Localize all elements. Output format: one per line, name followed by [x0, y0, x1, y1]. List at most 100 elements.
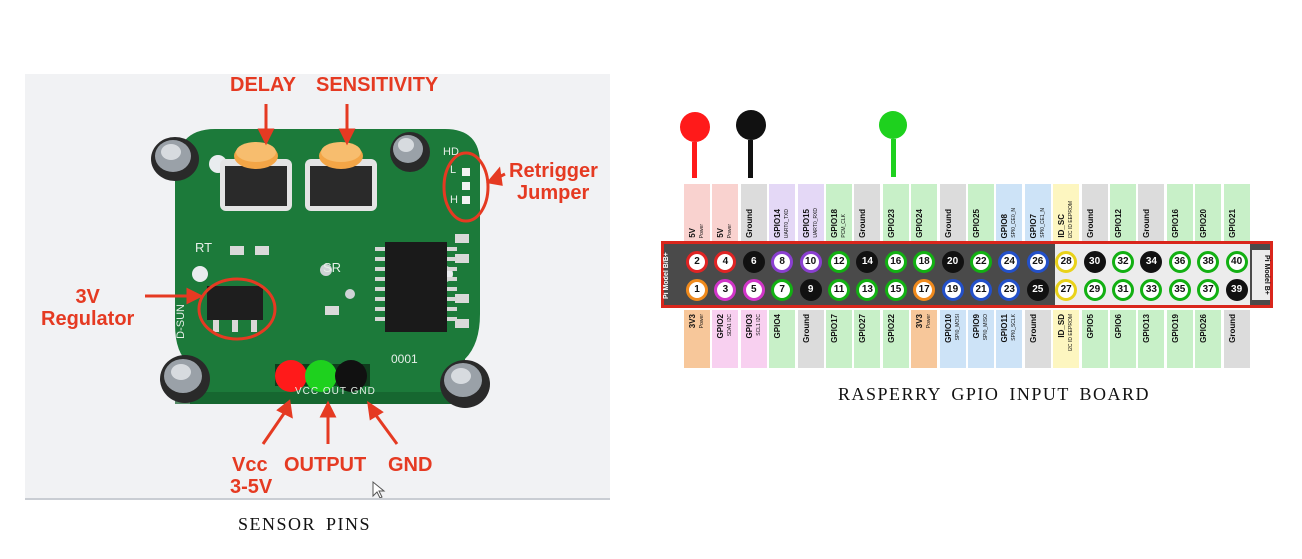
ic-chip [375, 242, 457, 332]
pin-label-33: GPIO13 [1138, 310, 1165, 368]
retrigger-jumper-pins [462, 168, 470, 204]
smd-part [455, 294, 469, 303]
pin-label-40: GPIO21 [1223, 184, 1250, 242]
pin-label-32: GPIO12 [1110, 184, 1136, 242]
pin-label-9: Ground [797, 310, 824, 368]
gpio-pin-13: 13 [856, 279, 879, 301]
pin-name: Ground [1227, 314, 1237, 343]
delay-potentiometer [220, 142, 292, 211]
silk-sr: SR [323, 260, 342, 275]
pin-label-15: GPIO22 [882, 310, 909, 368]
gpio-pin-22: 22 [970, 251, 992, 273]
pin-sub: SPI0_MOSI [954, 314, 961, 341]
gpio-pin-24: 24 [998, 251, 1021, 273]
smd-part [345, 289, 355, 299]
pin-name: GPIO3 [744, 314, 754, 339]
pin-label-7: GPIO4 [769, 310, 796, 368]
pin-name: 3V3 [915, 314, 925, 329]
output-label: OUTPUT [284, 454, 367, 476]
pin-name: ID_SC [1057, 214, 1067, 238]
smd-part [230, 246, 244, 255]
pin-label-36: GPIO16 [1166, 184, 1193, 242]
vcc-arrow [261, 411, 287, 445]
regulator-line2: Regulator [41, 308, 135, 330]
silk-pin-labels: VCC OUT GND [295, 386, 376, 397]
gpio-pin-15: 15 [884, 279, 907, 301]
capacitor-top-left [151, 137, 199, 181]
pin-name: GPIO16 [1170, 209, 1180, 238]
gpio-pin-34: 34 [1140, 251, 1163, 273]
gpio-pin-17: 17 [913, 279, 936, 301]
gpio-pin-40: 40 [1225, 251, 1248, 273]
delay-label: DELAY [230, 74, 296, 96]
pin-label-25: Ground [1024, 310, 1051, 368]
gpio-pin-3: 3 [714, 279, 737, 301]
sensor-photo-panel: RT SR 0001 HD L H D-SUN VCC OUT GND DELA… [25, 74, 610, 500]
retrigger-callout-circle [442, 151, 490, 223]
pin-name: GPIO13 [1142, 314, 1152, 343]
pin-label-34: Ground [1138, 184, 1165, 242]
gpio-pin-29: 29 [1083, 279, 1106, 301]
marker-red-5v-line [692, 142, 697, 178]
pin-name: 3V3 [688, 314, 697, 329]
pin-label-31: GPIO6 [1110, 310, 1136, 368]
pin-label-14: Ground [854, 184, 881, 242]
pin-sub: SCL1 I2C [755, 314, 762, 336]
gpio-pin-11: 11 [828, 279, 850, 301]
gpio-pin-5: 5 [742, 279, 765, 301]
gnd-label: GND [388, 454, 433, 476]
pin-name: GPIO14 [773, 209, 783, 238]
pin-name: Ground [1142, 209, 1152, 238]
pin-sub: Power [926, 314, 933, 329]
pin-sub: PCM_CLK [841, 214, 847, 238]
pcb-shadow [175, 392, 475, 404]
pin-sub: Power [727, 223, 734, 238]
retrigger-line1: Retrigger [509, 160, 598, 182]
gpio-pin-14: 14 [856, 251, 879, 273]
smd-part [455, 319, 469, 328]
silk-rt: RT [195, 240, 213, 255]
silk-top: HD [443, 146, 459, 158]
pin-name: GPIO23 [886, 209, 896, 238]
vcc-pin-dot [275, 360, 307, 392]
pin-label-16: GPIO23 [882, 184, 909, 242]
smd-part [320, 264, 332, 276]
gpio-pin-18: 18 [913, 251, 936, 273]
mount-hole [192, 266, 208, 282]
pin-name: Ground [801, 314, 811, 343]
pin-label-13: GPIO27 [854, 310, 881, 368]
pin-name: GPIO27 [858, 314, 868, 343]
pin-sub: SPI0_MISO [983, 314, 989, 341]
pin-sub: SDA1 I2C [727, 314, 734, 337]
header-right-badge: Pi Model B+ [1252, 250, 1270, 300]
pin-name: GPIO2 [716, 314, 726, 339]
pin-name: GPIO26 [1199, 314, 1209, 343]
silk-l: L [450, 164, 457, 176]
gpio-pin-33: 33 [1140, 279, 1163, 301]
pin-sub: I2C ID EEPROM [1068, 314, 1075, 352]
silk-h: H [450, 194, 458, 206]
gpio-pin-27: 27 [1055, 279, 1078, 301]
pin-name: Ground [1085, 209, 1095, 238]
silk-chip: 0001 [391, 352, 418, 366]
gpio-pin-4: 4 [714, 251, 737, 273]
gpio-pin-12: 12 [828, 251, 850, 273]
pin-name: GPIO21 [1227, 209, 1237, 238]
pin-name: GPIO11 [1000, 314, 1010, 343]
pin-name: GPIO18 [830, 209, 839, 238]
pin-name: GPIO6 [1114, 314, 1123, 339]
pin-name: GPIO8 [1000, 213, 1010, 238]
gpio-pin-6: 6 [742, 251, 765, 273]
gpio-pin-28: 28 [1055, 251, 1078, 273]
pin-sub: SPI0_CE0_N [1011, 208, 1018, 238]
pin-name: GPIO12 [1114, 209, 1123, 238]
gpio-pin-9: 9 [799, 279, 822, 301]
gpio-pin-23: 23 [998, 279, 1021, 301]
